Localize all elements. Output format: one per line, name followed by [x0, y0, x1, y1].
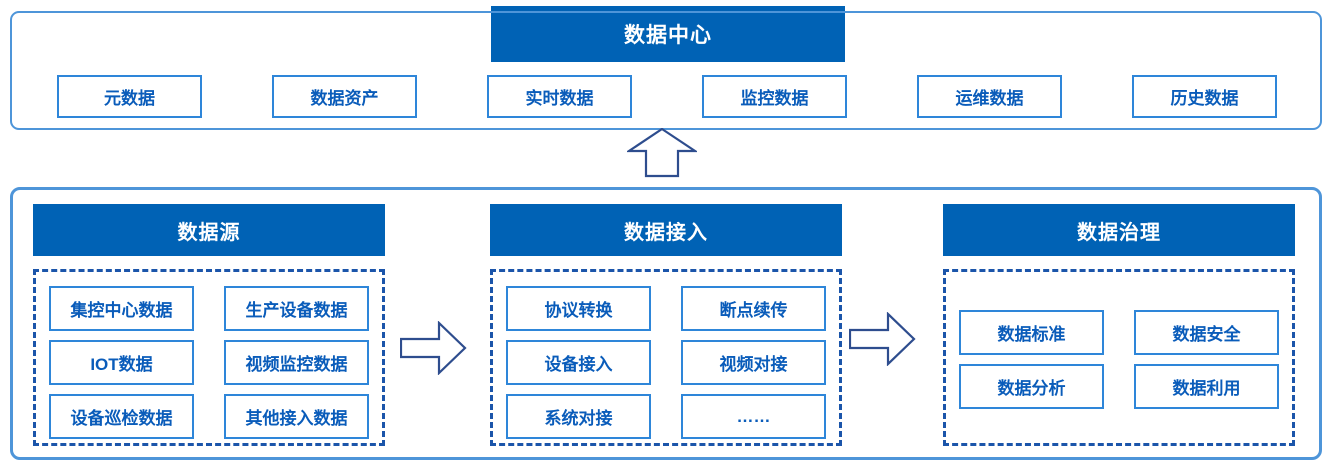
- data-center-panel: 元数据 数据资产 实时数据 监控数据 运维数据 历史数据: [10, 11, 1322, 130]
- item-equipment-inspection-data: 设备巡检数据: [49, 394, 194, 439]
- column-data-source: 数据源 集控中心数据 生产设备数据 IOT数据 视频监控数据 设备巡检数据 其他…: [33, 204, 385, 446]
- data-center-box-realtime-data: 实时数据: [487, 75, 632, 118]
- data-center-box-row: 元数据 数据资产 实时数据 监控数据 运维数据 历史数据: [57, 75, 1277, 118]
- item-data-utilization: 数据利用: [1134, 364, 1279, 409]
- item-protocol-conversion: 协议转换: [506, 286, 651, 331]
- column-data-governance: 数据治理 数据标准 数据安全 数据分析 数据利用: [943, 204, 1295, 446]
- data-center-header: 数据中心: [491, 6, 845, 62]
- item-video-integration: 视频对接: [681, 340, 826, 385]
- column-data-access-header: 数据接入: [490, 204, 842, 256]
- right-arrow-icon: [400, 321, 467, 375]
- item-system-integration: 系统对接: [506, 394, 651, 439]
- item-resume-transfer: 断点续传: [681, 286, 826, 331]
- up-arrow-icon: [627, 128, 697, 178]
- item-iot-data: IOT数据: [49, 340, 194, 385]
- item-control-center-data: 集控中心数据: [49, 286, 194, 331]
- column-data-source-items: 集控中心数据 生产设备数据 IOT数据 视频监控数据 设备巡检数据 其他接入数据: [33, 269, 385, 446]
- item-data-analysis: 数据分析: [959, 364, 1104, 409]
- item-data-standard: 数据标准: [959, 310, 1104, 355]
- item-video-surveillance-data: 视频监控数据: [224, 340, 369, 385]
- item-other-access-data: 其他接入数据: [224, 394, 369, 439]
- item-data-security: 数据安全: [1134, 310, 1279, 355]
- bottom-stages-panel: 数据源 集控中心数据 生产设备数据 IOT数据 视频监控数据 设备巡检数据 其他…: [10, 187, 1322, 460]
- data-center-box-metadata: 元数据: [57, 75, 202, 118]
- item-production-equipment-data: 生产设备数据: [224, 286, 369, 331]
- data-center-box-monitoring-data: 监控数据: [702, 75, 847, 118]
- column-data-governance-header: 数据治理: [943, 204, 1295, 256]
- data-center-box-history-data: 历史数据: [1132, 75, 1277, 118]
- column-data-governance-items: 数据标准 数据安全 数据分析 数据利用: [943, 269, 1295, 446]
- item-ellipsis: ……: [681, 394, 826, 439]
- item-device-access: 设备接入: [506, 340, 651, 385]
- data-center-box-data-assets: 数据资产: [272, 75, 417, 118]
- column-data-source-header: 数据源: [33, 204, 385, 256]
- data-center-box-ops-data: 运维数据: [917, 75, 1062, 118]
- column-data-access-items: 协议转换 断点续传 设备接入 视频对接 系统对接 ……: [490, 269, 842, 446]
- column-data-access: 数据接入 协议转换 断点续传 设备接入 视频对接 系统对接 ……: [490, 204, 842, 446]
- right-arrow-icon: [849, 312, 916, 366]
